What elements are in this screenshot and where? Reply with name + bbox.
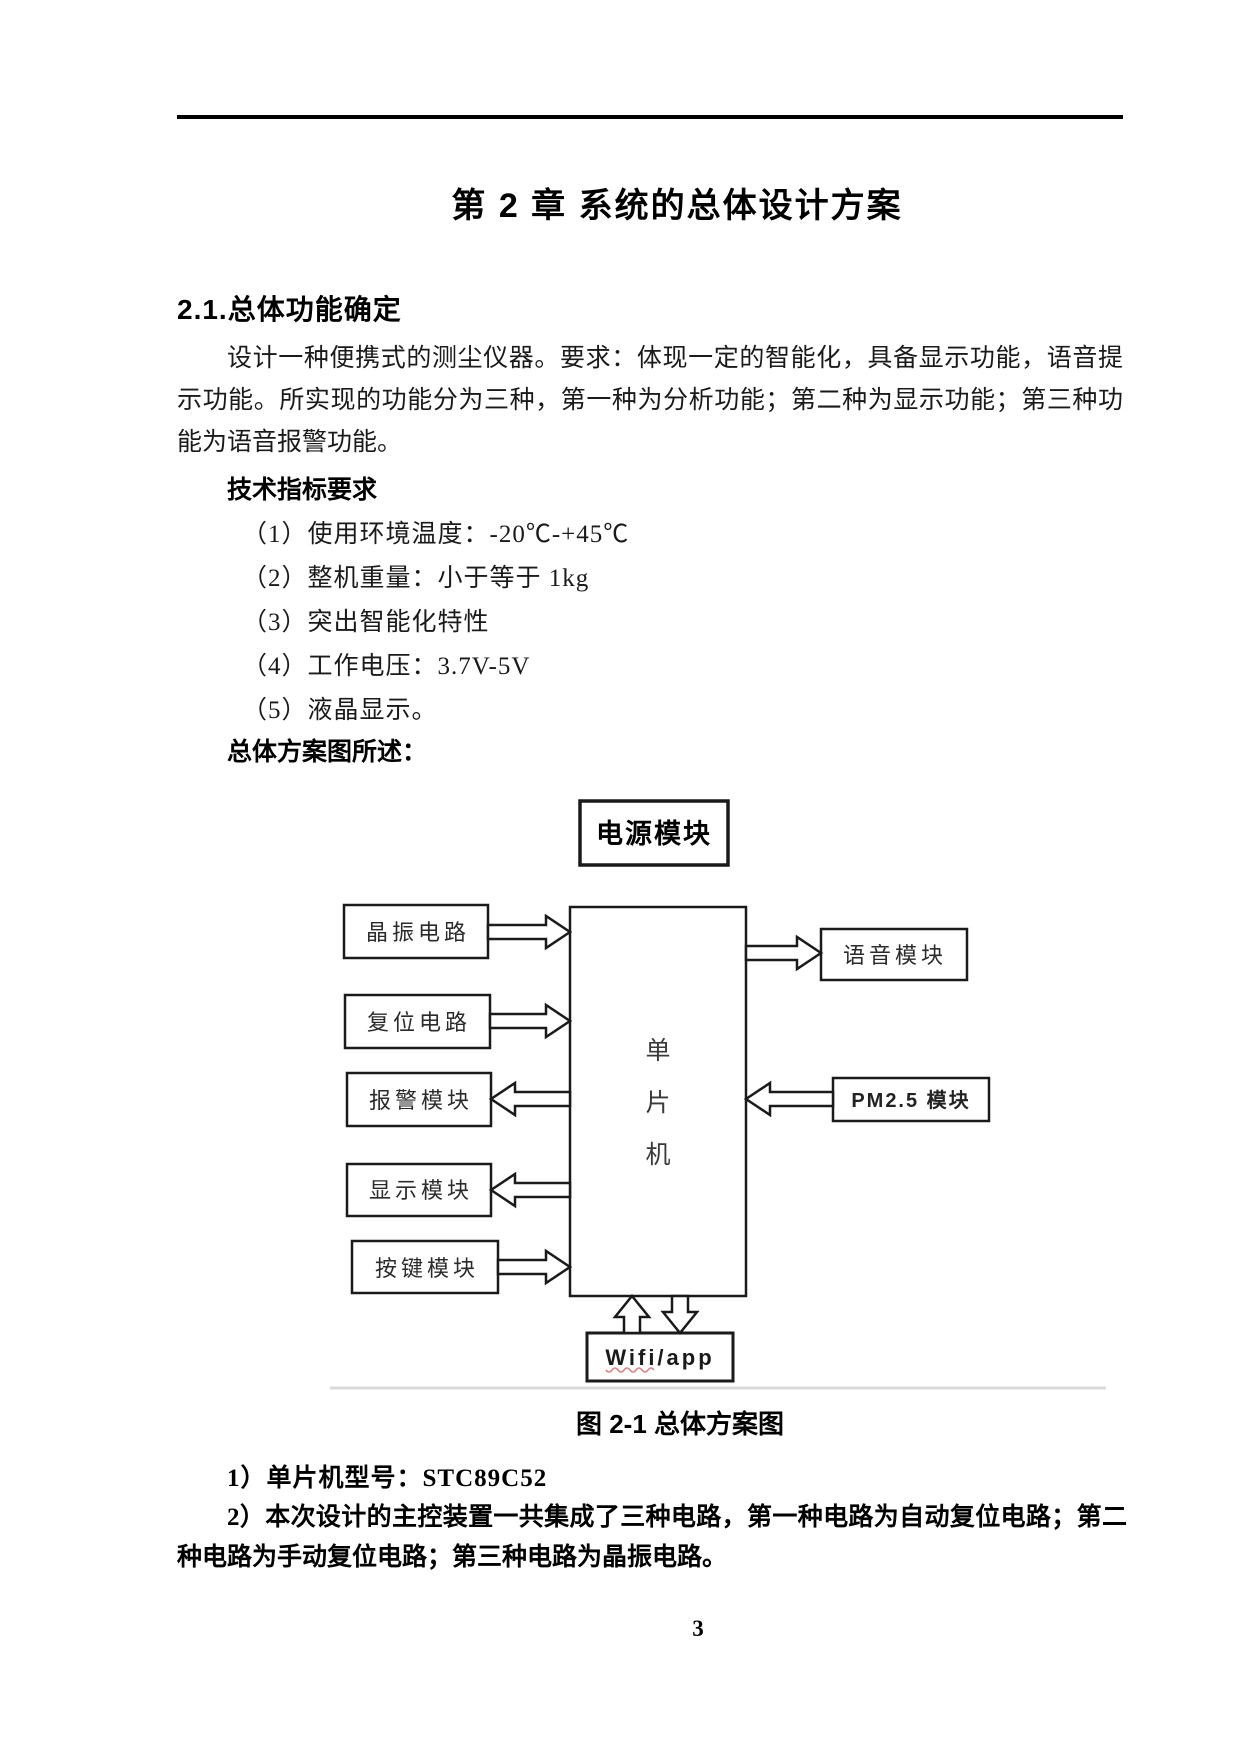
power-module-box bbox=[578, 799, 730, 867]
header-rule bbox=[177, 115, 1123, 119]
pm25-module-label: PM2.5 模块 bbox=[851, 1088, 970, 1112]
key-module-label: 按键模块 bbox=[375, 1256, 479, 1281]
spellcheck-underline bbox=[605, 1367, 655, 1373]
mcu-char-2: 片 bbox=[645, 1089, 670, 1117]
spec-item-5: （5）液晶显示。 bbox=[242, 697, 438, 724]
chapter-title: 第 2 章 系统的总体设计方案 bbox=[451, 187, 903, 225]
wifi-app-box bbox=[585, 1331, 735, 1383]
mcu-box bbox=[568, 905, 748, 1298]
figure-intro: 总体方案图所述： bbox=[227, 739, 428, 766]
reset-circuit-label: 复位电路 bbox=[367, 1010, 471, 1035]
spec-requirements-heading: 技术指标要求 bbox=[227, 477, 378, 504]
note-circuits: 2）本次设计的主控装置一共集成了三种电路，第一种电路为自动复位电路；第二种电路为… bbox=[177, 1504, 1127, 1571]
voice-module-label: 语音模块 bbox=[843, 943, 947, 968]
note-mcu-model: 1）单片机型号：STC89C52 bbox=[227, 1465, 548, 1492]
display-module-label: 显示模块 bbox=[369, 1178, 473, 1203]
arrow-crystal-to-mcu bbox=[486, 913, 573, 951]
arrow-pm25-to-mcu bbox=[743, 1080, 835, 1118]
mcu-char-3: 机 bbox=[645, 1141, 670, 1169]
spec-item-3: （3）突出智能化特性 bbox=[242, 609, 490, 636]
arrow-mcu-to-alarm bbox=[488, 1080, 572, 1118]
arrow-key-to-mcu bbox=[496, 1248, 573, 1286]
key-module-box bbox=[350, 1239, 500, 1295]
figure-caption: 图 2-1 总体方案图 bbox=[575, 1409, 785, 1439]
mcu-char-1: 单 bbox=[645, 1037, 670, 1065]
crystal-circuit-label: 晶振电路 bbox=[366, 920, 470, 945]
arrow-wifi-to-mcu-up bbox=[612, 1294, 652, 1335]
power-module-label: 电源模块 bbox=[596, 819, 712, 849]
arrow-reset-to-mcu bbox=[488, 1002, 573, 1040]
section-heading: 2.1.总体功能确定 bbox=[177, 294, 402, 325]
spec-item-4: （4）工作电压：3.7V-5V bbox=[242, 653, 531, 680]
wifi-app-label: Wifi/app bbox=[605, 1345, 714, 1370]
arrow-mcu-to-voice bbox=[744, 934, 824, 972]
spec-item-1: （1）使用环境温度：-20℃-+45℃ bbox=[242, 521, 630, 548]
page-number: 3 bbox=[692, 1616, 704, 1641]
crystal-circuit-box bbox=[342, 903, 490, 960]
block-diagram: 电源模块 单 片 机 晶振电路 复位电路 报警模块 显示模块 按键模块 语音模块… bbox=[330, 799, 1106, 1390]
alarm-module-box bbox=[345, 1071, 493, 1128]
display-module-box bbox=[345, 1162, 493, 1218]
spec-item-2: （2）整机重量：小于等于 1kg bbox=[242, 565, 590, 592]
alarm-module-label: 报警模块 bbox=[369, 1088, 473, 1113]
arrow-mcu-to-display bbox=[488, 1171, 572, 1209]
body-paragraph: 设计一种便携式的测尘仪器。要求：体现一定的智能化，具备显示功能，语音提示功能。所… bbox=[177, 345, 1123, 456]
arrow-mcu-to-wifi-down bbox=[660, 1294, 700, 1335]
